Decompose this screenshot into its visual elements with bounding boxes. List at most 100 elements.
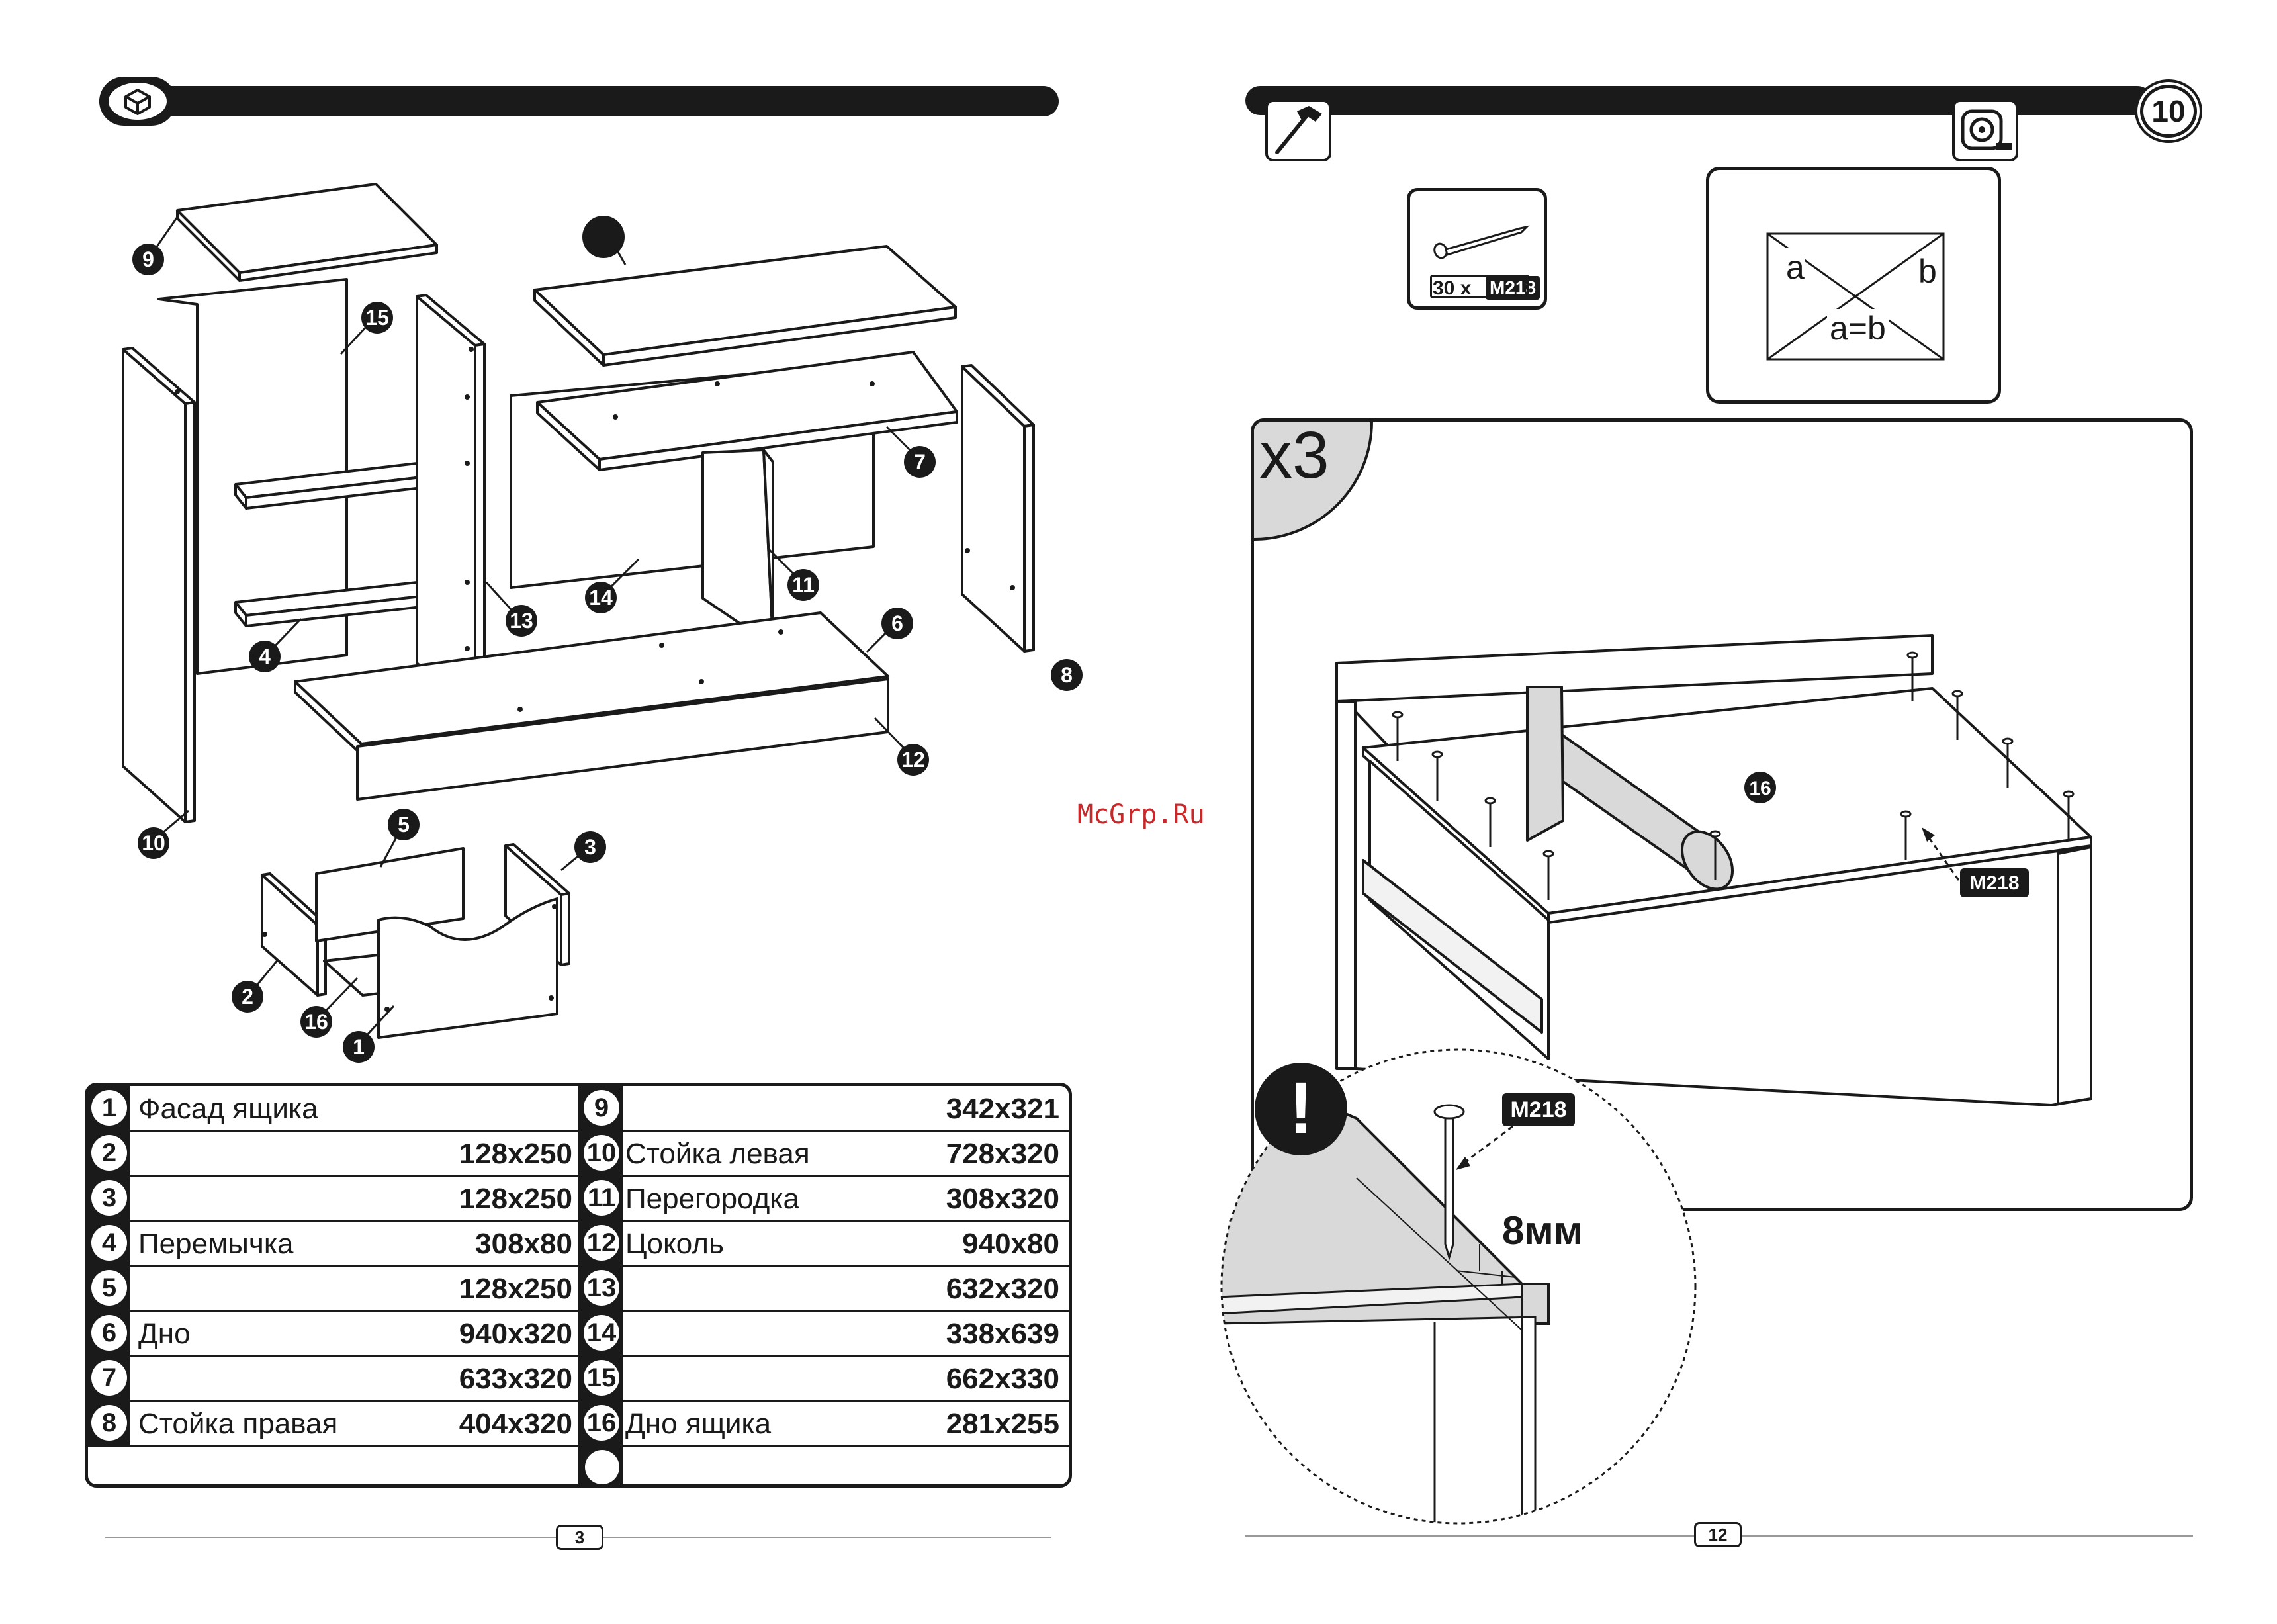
row-number: 7 (91, 1360, 127, 1396)
table-row: 4 Перемычка 308x80 (88, 1221, 578, 1266)
row-number: 11 (584, 1180, 619, 1216)
part-name: Дно ящика (625, 1408, 772, 1440)
table-row: 3 128x250 (88, 1176, 578, 1221)
table-row: 8 Стойка правая 404x320 (88, 1401, 578, 1446)
part-size: 342x321 (946, 1093, 1059, 1125)
svg-text:M218: M218 (1510, 1097, 1566, 1122)
diagonal-b-label: b (1918, 252, 1937, 291)
part-label-14: 14 (585, 582, 617, 613)
part-size: 281x255 (946, 1408, 1059, 1440)
table-row: 7 633x320 (88, 1356, 578, 1401)
left-page-number: 3 (556, 1525, 603, 1550)
nail-icon (1433, 225, 1530, 259)
table-row: 2 128x250 (88, 1131, 578, 1176)
table-row: 16 Дно ящика 281x255 (580, 1401, 1069, 1446)
table-row: 13 632x320 (580, 1266, 1069, 1311)
part-size: 128x250 (459, 1138, 572, 1170)
part-size: 728x320 (946, 1138, 1059, 1170)
table-row: 12 Цоколь 940x80 (580, 1221, 1069, 1266)
part-name: Стойка левая (625, 1138, 810, 1170)
box-icon (99, 77, 176, 126)
part-name: Перегородка (625, 1183, 799, 1215)
row-number: 9 (584, 1090, 619, 1126)
row-number: 15 (584, 1360, 619, 1396)
part-size: 404x320 (459, 1408, 572, 1440)
step-badge: 10 (2140, 85, 2197, 138)
row-number: 12 (584, 1225, 619, 1261)
svg-text:13: 13 (510, 609, 533, 633)
fastener-box: 30 x M218 (1407, 188, 1547, 310)
part-label-11: 11 (787, 569, 819, 601)
part-label-7: 7 (904, 446, 936, 478)
row-number: 1 (91, 1090, 127, 1126)
part-name: Перемычка (138, 1228, 294, 1260)
warning-icon: ! (1255, 1063, 1347, 1155)
part-size: 128x250 (459, 1183, 572, 1215)
svg-text:4: 4 (259, 645, 271, 668)
part-label-6: 6 (881, 608, 913, 639)
table-divider (578, 1086, 580, 1484)
row-number: 13 (584, 1270, 619, 1306)
empty-row-marker (585, 1450, 619, 1484)
detail-distance-label: 8мм (1502, 1208, 1583, 1253)
equal-diagonals-label: a=b (1827, 309, 1889, 347)
detail-m218-badge: M218 (1502, 1093, 1575, 1126)
svg-text:14: 14 (589, 586, 613, 609)
row-number: 6 (91, 1315, 127, 1351)
hammer-icon (1265, 99, 1331, 161)
svg-text:9: 9 (142, 248, 154, 271)
svg-text:10: 10 (142, 831, 165, 855)
part-size: 128x250 (459, 1273, 572, 1305)
svg-text:16: 16 (1749, 778, 1771, 799)
svg-text:11: 11 (792, 573, 815, 597)
part-size: 662x330 (946, 1363, 1059, 1395)
svg-text:1: 1 (353, 1035, 365, 1059)
row-number: 5 (91, 1270, 127, 1306)
part-size: 940x80 (962, 1228, 1059, 1260)
svg-text:6: 6 (891, 611, 903, 635)
svg-text:16: 16 (304, 1010, 328, 1034)
part-label-2: 2 (232, 981, 263, 1013)
svg-text:3: 3 (584, 835, 596, 859)
part-name: Фасад ящика (138, 1093, 318, 1125)
part-label-8: 8 (1051, 659, 1083, 691)
row-number: 14 (584, 1315, 619, 1351)
square-check-box: a b a=b (1706, 167, 2001, 404)
part-size: 633x320 (459, 1363, 572, 1395)
table-row: 5 128x250 (88, 1266, 578, 1311)
svg-text:8: 8 (1061, 663, 1073, 687)
row-number: 10 (584, 1135, 619, 1171)
right-page-number: 12 (1694, 1522, 1742, 1547)
part-label-10: 10 (138, 827, 169, 859)
tape-measure-icon (1952, 99, 2018, 161)
row-number: 8 (91, 1405, 127, 1441)
diagonal-a-label: a (1786, 248, 1805, 287)
exploded-cabinet-diagram: 9 15 4 13 14 11 7 6 8 12 10 5 3 2 16 1 (122, 183, 1083, 1063)
svg-text:2: 2 (242, 985, 253, 1009)
svg-text:5: 5 (398, 813, 410, 836)
fastener-quantity: 30 x (1433, 277, 1472, 299)
part-label-1: 1 (343, 1031, 375, 1063)
row-number: 2 (91, 1135, 127, 1171)
detail-magnifier: M218 8мм ! (1220, 1048, 1697, 1525)
watermark-text: McGrp.Ru (1077, 799, 1205, 830)
part-label-3: 3 (574, 831, 606, 863)
part-size: 308x80 (475, 1228, 572, 1260)
left-header-bar (99, 86, 1059, 116)
step-number: 10 (2151, 94, 2186, 128)
part-number-labels: 9 15 4 13 14 11 7 6 8 12 10 5 3 2 16 1 (132, 244, 1083, 1063)
part-label-16: 16 (1744, 772, 1776, 803)
table-row: 15 662x330 (580, 1356, 1069, 1401)
row-number: 3 (91, 1180, 127, 1216)
unlabeled-part-marker (582, 216, 625, 258)
m218-callout-badge: M218 (1960, 868, 2029, 897)
table-row: 11 Перегородка 308x320 (580, 1176, 1069, 1221)
row-number: 4 (91, 1225, 127, 1261)
svg-text:7: 7 (914, 450, 926, 474)
row-number: 16 (584, 1405, 619, 1441)
part-size: 940x320 (459, 1318, 572, 1350)
svg-text:15: 15 (365, 306, 389, 330)
fastener-frame (1430, 275, 1529, 298)
table-row: 10 Стойка левая 728x320 (580, 1131, 1069, 1176)
part-label-9: 9 (132, 244, 164, 275)
